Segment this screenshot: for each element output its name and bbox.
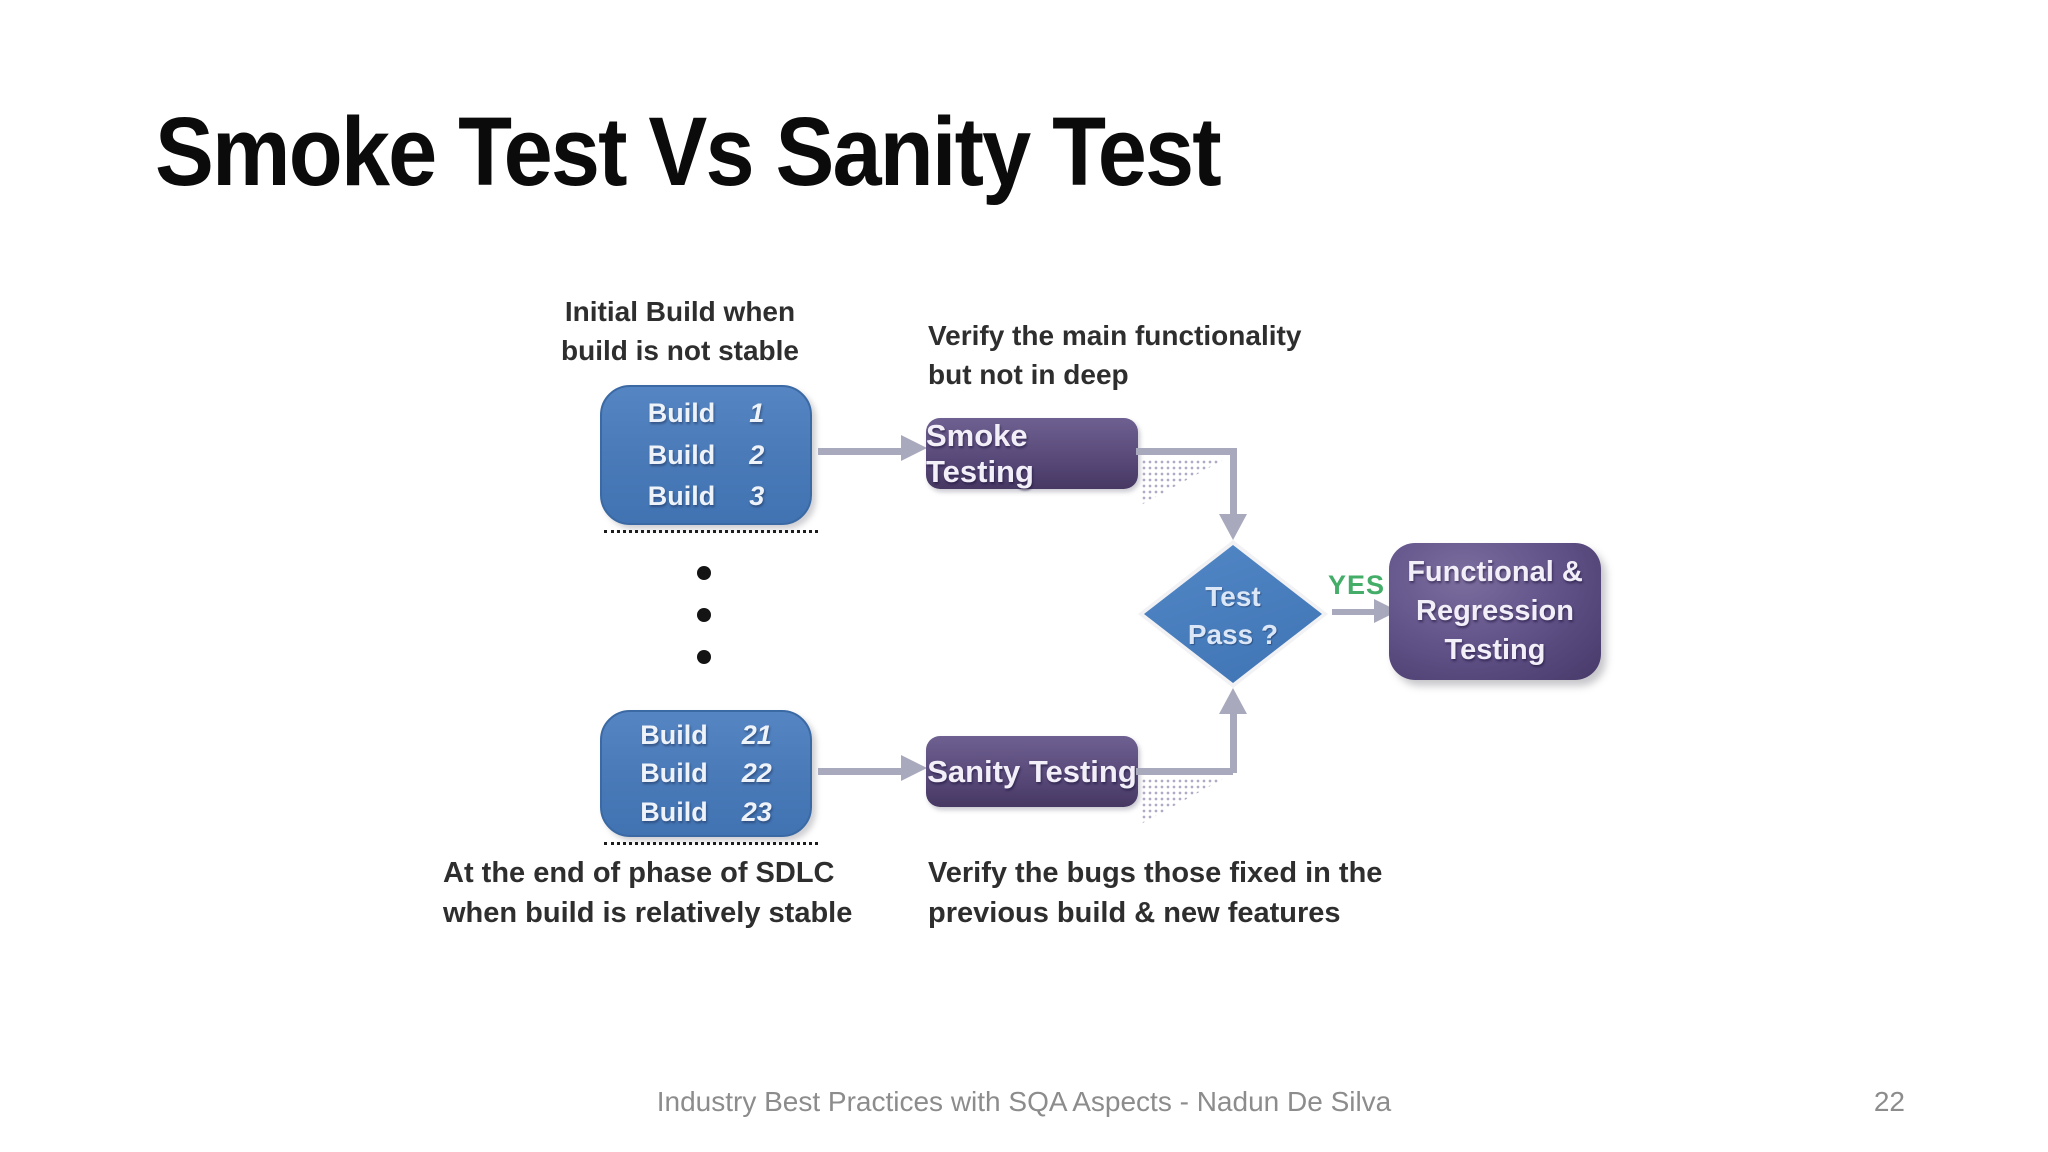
build-number: 23 <box>741 796 772 827</box>
arrow-decision-to-result <box>1332 609 1378 615</box>
connector-smoke-to-decision-v <box>1230 448 1237 516</box>
build-number: 1 <box>749 397 765 428</box>
functional-regression-testing-box: Functional & Regression Testing <box>1389 543 1601 680</box>
annotation-initial-build: Initial Build when build is not stable <box>545 292 815 370</box>
build-box-initial-shadow <box>604 530 818 533</box>
build-row: Build 22 <box>602 758 810 789</box>
result-line: Testing <box>1444 634 1546 666</box>
annotation-line: when build is relatively stable <box>443 897 853 929</box>
ellipsis-dot <box>697 608 711 622</box>
annotation-verify-bugs: Verify the bugs those fixed in the previ… <box>928 853 1382 933</box>
annotation-line: Initial Build when <box>564 296 796 327</box>
result-line: Regression <box>1416 595 1574 627</box>
arrowhead-down-icon <box>1219 514 1247 540</box>
footer-text: Industry Best Practices with SQA Aspects… <box>656 1086 1392 1117</box>
build-number: 3 <box>749 481 765 512</box>
arrow-build-to-smoke <box>818 448 906 455</box>
build-row: Build 2 <box>602 440 810 471</box>
sanity-testing-box: Sanity Testing <box>926 736 1138 807</box>
connector-smoke-to-decision-h <box>1136 448 1233 455</box>
sanity-box-hatch-shadow <box>1141 778 1225 824</box>
annotation-verify-main: Verify the main functionality but not in… <box>928 316 1301 394</box>
build-word: Build <box>647 481 716 512</box>
smoke-testing-box: Smoke Testing <box>926 418 1138 489</box>
annotation-line: but not in deep <box>928 359 1129 390</box>
decision-line: Pass ? <box>1187 619 1279 650</box>
connector-sanity-to-decision-v <box>1230 712 1237 773</box>
build-box-late: Build 21 Build 22 Build 23 <box>600 710 812 837</box>
ellipsis-dot <box>697 566 711 580</box>
yes-label: YES <box>1328 570 1386 600</box>
build-number: 2 <box>749 439 765 470</box>
build-box-initial: Build 1 Build 2 Build 3 <box>600 385 812 525</box>
annotation-line: Verify the bugs those fixed in the <box>928 857 1383 889</box>
build-row: Build 23 <box>602 797 810 828</box>
decision-label: Test Pass ? <box>1163 578 1303 654</box>
decision-line: Test <box>1205 581 1261 612</box>
connector-sanity-to-decision-h <box>1136 768 1233 775</box>
build-word: Build <box>640 758 708 788</box>
annotation-line: At the end of phase of SDLC <box>443 857 835 889</box>
build-number: 22 <box>741 758 772 788</box>
smoke-box-hatch-shadow <box>1141 459 1225 505</box>
page-number: 22 <box>1873 1086 1905 1117</box>
build-box-late-shadow <box>604 842 818 845</box>
arrowhead-right-icon <box>901 435 927 461</box>
build-number: 21 <box>741 719 772 750</box>
result-line: Functional & <box>1407 556 1583 588</box>
arrowhead-right-icon <box>901 755 927 781</box>
annotation-line: build is not stable <box>560 335 799 366</box>
annotation-line: Verify the main functionality <box>928 320 1302 351</box>
build-word: Build <box>647 439 716 470</box>
build-row: Build 1 <box>602 398 810 429</box>
build-row: Build 3 <box>602 481 810 512</box>
build-word: Build <box>640 719 708 750</box>
slide-title: Smoke Test Vs Sanity Test <box>155 97 1222 206</box>
arrowhead-up-icon <box>1219 688 1247 714</box>
arrow-build-to-sanity <box>818 768 906 775</box>
build-row: Build 21 <box>602 720 810 751</box>
build-word: Build <box>640 796 708 827</box>
build-word: Build <box>647 397 716 428</box>
annotation-sdlc: At the end of phase of SDLC when build i… <box>443 853 852 933</box>
annotation-line: previous build & new features <box>928 897 1341 929</box>
ellipsis-dot <box>697 650 711 664</box>
